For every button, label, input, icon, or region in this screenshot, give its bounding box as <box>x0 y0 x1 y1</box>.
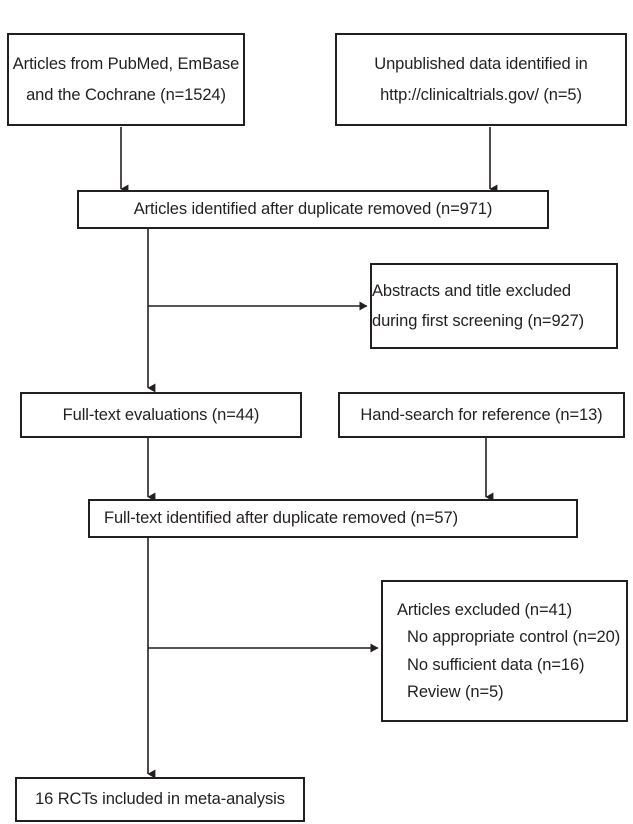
box-rcts-included-in-meta-analysis: 16 RCTs included in meta-analysis <box>15 777 305 822</box>
box-hand-search-for-reference: Hand-search for reference (n=13) <box>338 392 625 438</box>
box-line-header: Articles excluded (n=41) <box>397 600 573 619</box>
box-line: Articles from PubMed, EmBase <box>12 55 240 73</box>
box-full-text-evaluations: Full-text evaluations (n=44) <box>20 392 302 438</box>
box-line: Unpublished data identified in <box>374 55 588 73</box>
box-full-text-after-duplicate-removed: Full-text identified after duplicate rem… <box>88 499 578 538</box>
box-articles-after-duplicate-removed: Articles identified after duplicate remo… <box>77 190 549 229</box>
box-line: Articles identified after duplicate remo… <box>133 200 493 219</box>
box-articles-excluded: Articles excluded (n=41) No appropriate … <box>381 580 628 722</box>
box-line: Full-text evaluations (n=44) <box>62 405 260 424</box>
box-line: 16 RCTs included in meta-analysis <box>35 790 285 809</box>
box-line: and the Cochrane (n=1524) <box>26 85 226 104</box>
box-line-reason: Review (n=5) <box>407 683 504 701</box>
box-line: http://clinicaltrials.gov/ (n=5) <box>380 85 582 104</box>
box-line: Full-text identified after duplicate rem… <box>104 509 458 528</box>
box-line: Hand-search for reference (n=13) <box>360 405 603 424</box>
box-abstracts-and-title-excluded: Abstracts and title excluded during firs… <box>370 263 618 349</box>
box-line-reason: No appropriate control (n=20) <box>407 628 621 646</box>
box-line-reason: No sufficient data (n=16) <box>407 655 585 674</box>
box-articles-from-databases: Articles from PubMed, EmBase and the Coc… <box>7 33 245 126</box>
box-unpublished-data: Unpublished data identified in http://cl… <box>335 33 627 126</box>
box-line: during first screening (n=927) <box>372 312 585 330</box>
box-line: Abstracts and title excluded <box>372 281 571 300</box>
